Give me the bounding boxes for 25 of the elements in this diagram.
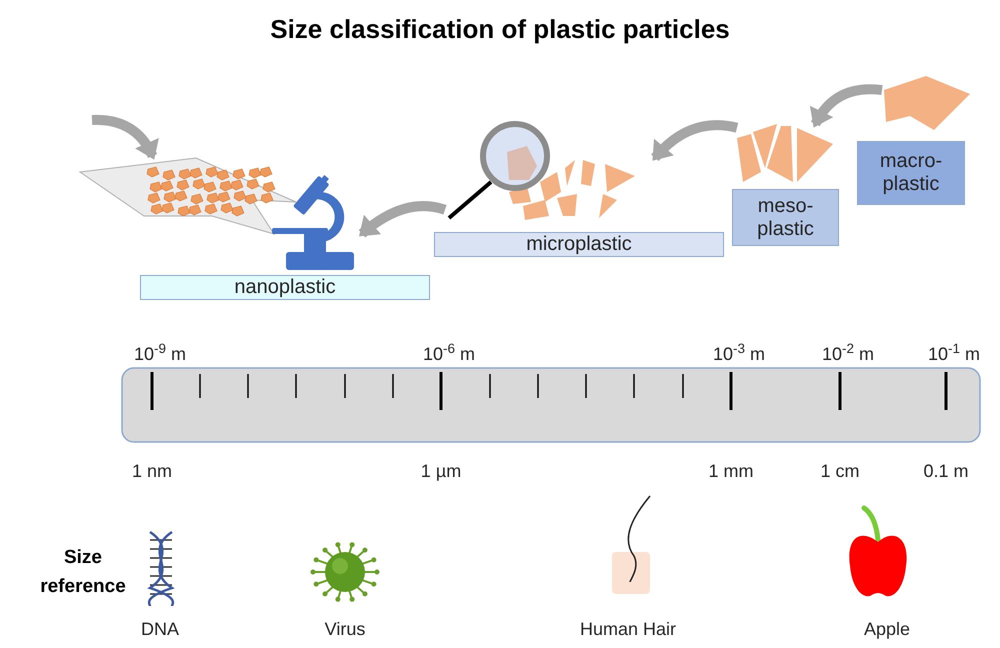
scale-label: 1 nm	[132, 460, 172, 483]
scale-label: 10$^{-9}$ m	[134, 341, 186, 366]
reference-label: DNA	[141, 618, 179, 641]
scale-label: 1 cm	[820, 460, 860, 483]
title: Size classification of plastic particles	[270, 13, 730, 46]
scale-label: 10$^{-1}$ m	[928, 341, 980, 366]
scale-label: 10$^{-6}$ m	[422, 341, 476, 366]
reference-label: Virus	[324, 618, 366, 641]
category-box: macro- plastic	[857, 141, 965, 205]
scale-label: 10$^{-3}$ m	[712, 341, 766, 366]
reference-label: Human Hair	[580, 618, 676, 641]
curved-arrow	[810, 84, 882, 128]
curved-arrow	[358, 201, 446, 238]
scale-label: 10$^{-2}$ m	[822, 341, 874, 366]
curved-arrow	[92, 114, 158, 160]
scale-label: 0.1 m	[923, 460, 969, 483]
scale-label: 1 mm	[708, 460, 754, 483]
fragment-drawing	[882, 76, 972, 130]
scale-label: 1 µm	[420, 460, 462, 483]
row-heading: Size reference	[40, 546, 126, 598]
category-box: meso- plastic	[732, 189, 839, 246]
curved-arrow	[651, 120, 738, 162]
category-box: nanoplastic	[140, 275, 430, 300]
reference-label: Apple	[864, 618, 910, 641]
category-box: microplastic	[434, 232, 724, 257]
